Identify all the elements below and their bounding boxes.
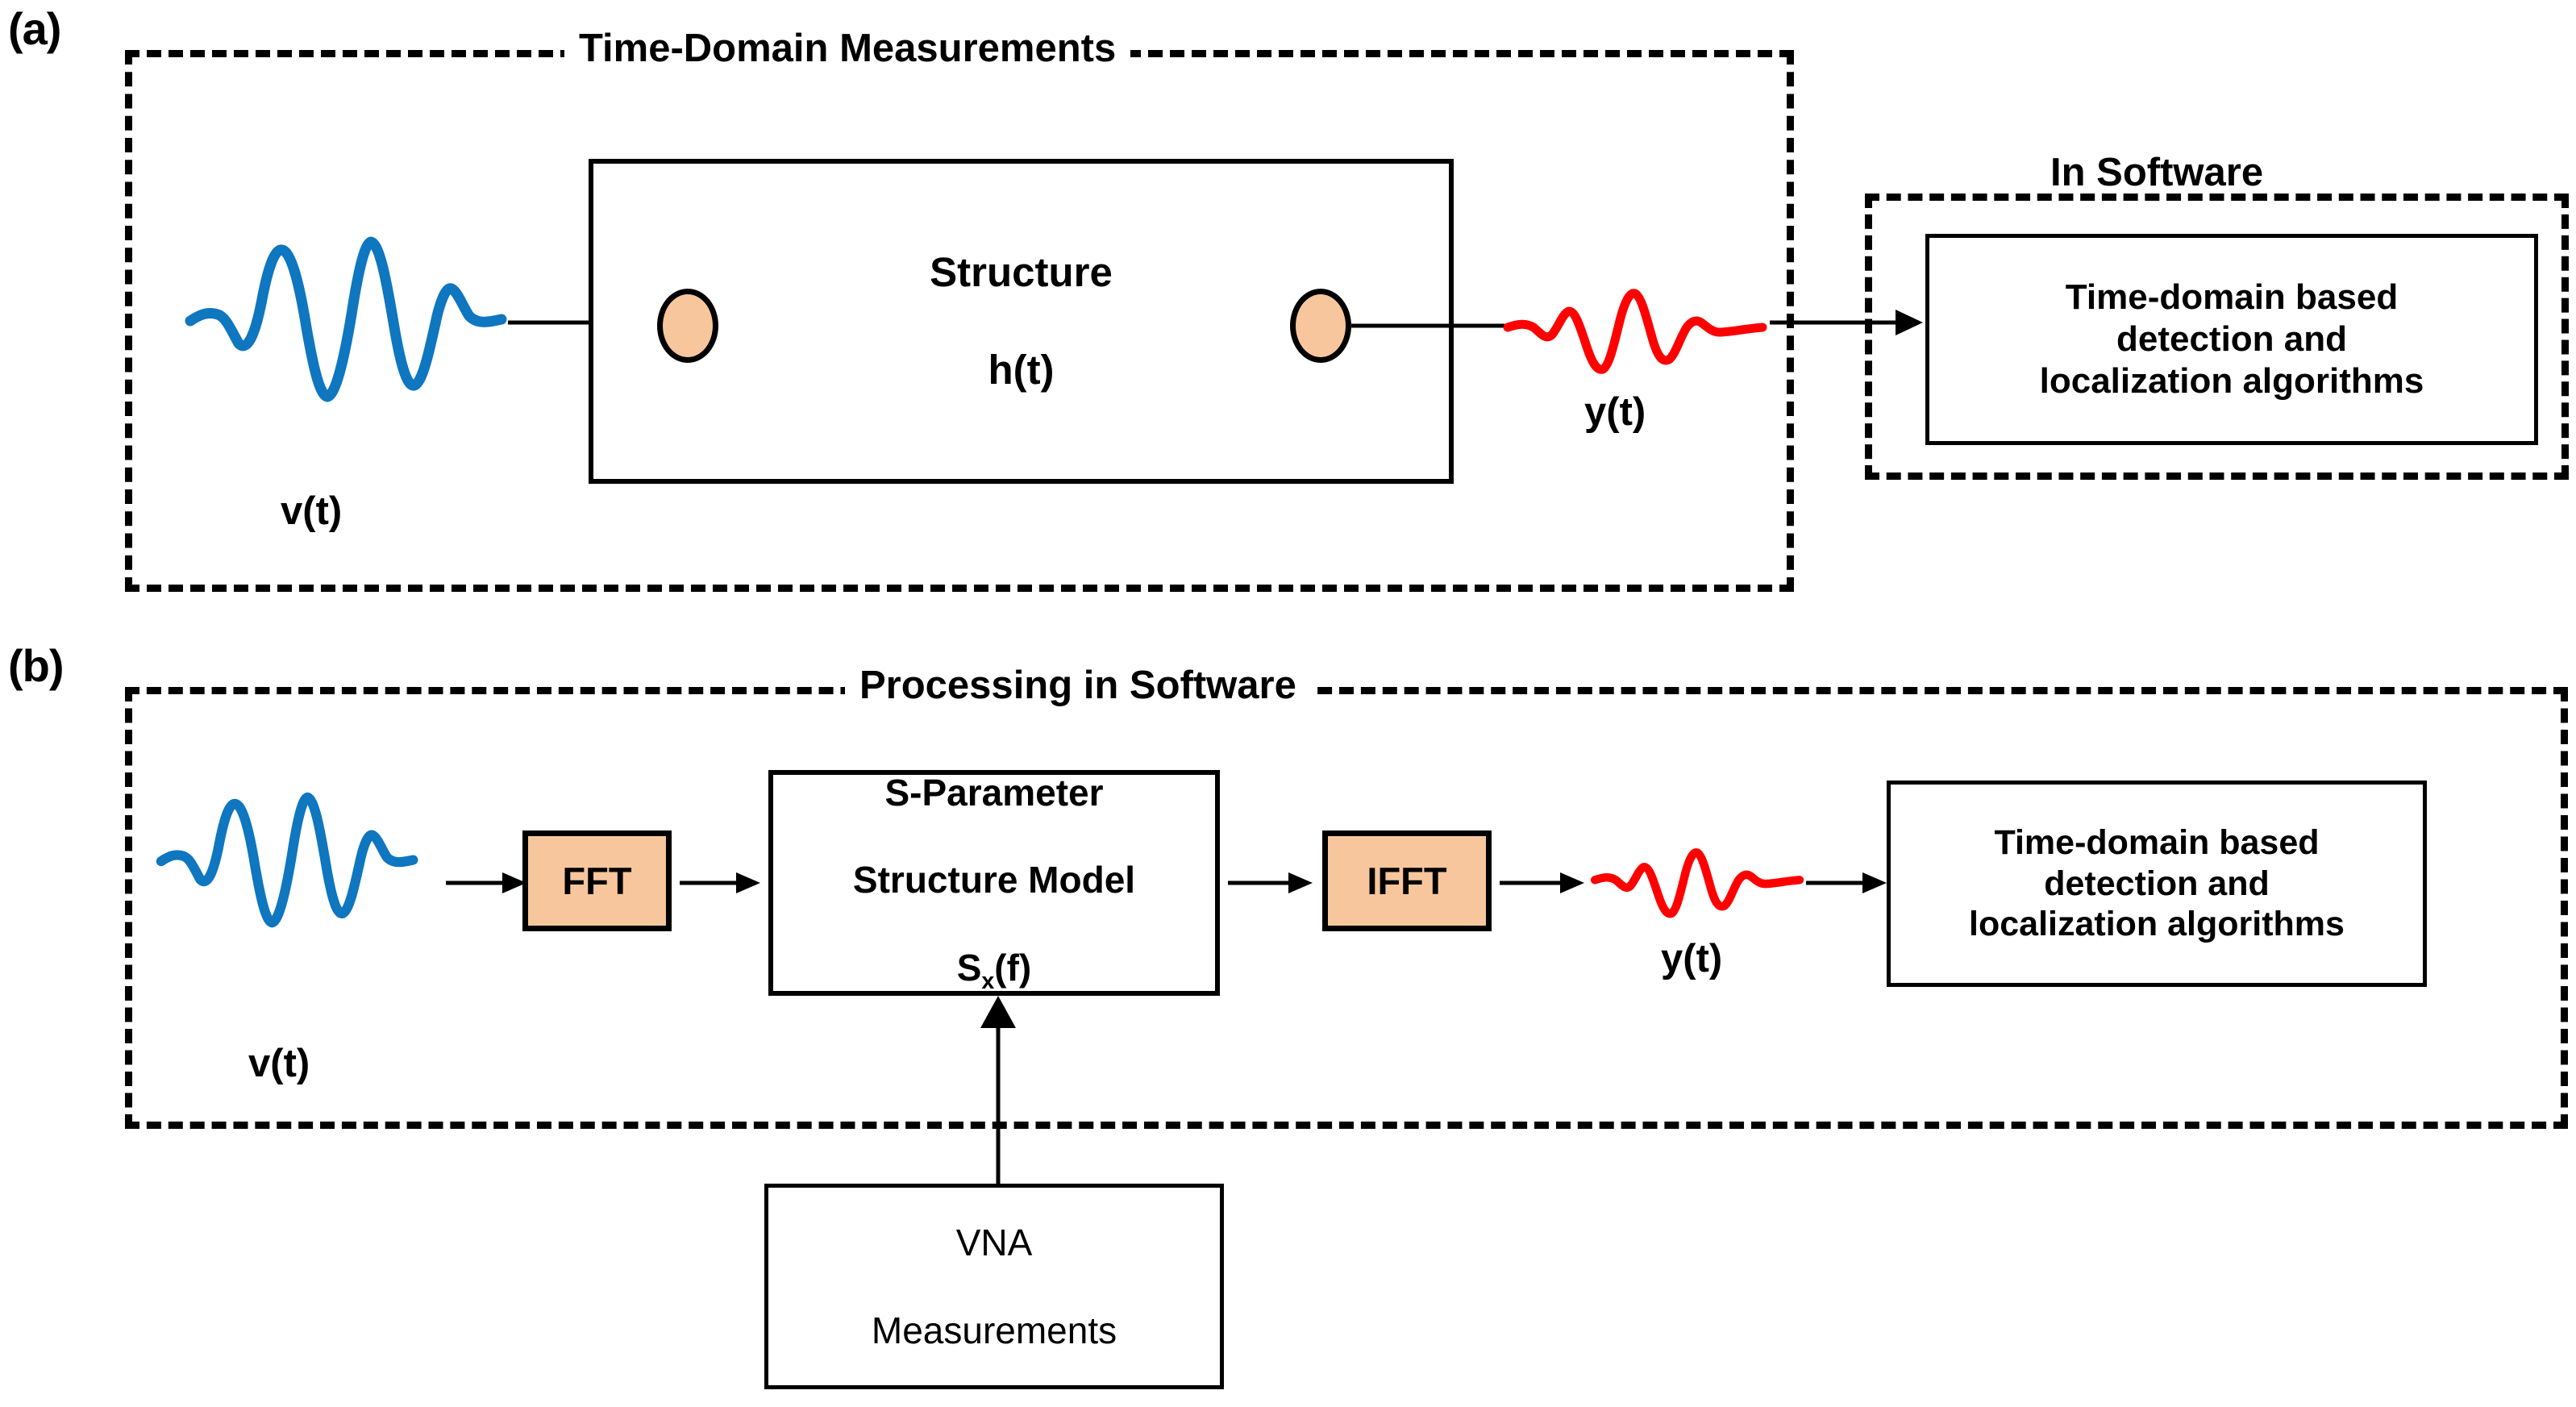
s-parameter-model-line1: S-Parameter [884, 771, 1104, 814]
input-waveform-a-label: v(t) [281, 489, 343, 533]
input-waveform-b [156, 748, 431, 938]
arrow-fft-to-model [680, 867, 760, 899]
vna-measurements-line1: VNA [955, 1222, 1033, 1264]
arrow-input-to-fft [446, 867, 526, 899]
s-parameter-model-line3-base: S [956, 946, 982, 989]
arrow-output-to-software [1770, 303, 1923, 342]
s-parameter-model-text: S-Parameter Structure Model Sx(f) [853, 726, 1135, 1039]
panel-b-dashed-region [125, 687, 2568, 1129]
ifft-block-label: IFFT [1367, 860, 1447, 902]
panel-b-title: Processing in Software [845, 666, 1311, 706]
panel-b-letter: (b) [8, 640, 65, 691]
structure-output-port-icon [1290, 289, 1351, 363]
s-parameter-model-line3-sub: x [981, 968, 995, 994]
vna-measurements-line2: Measurements [871, 1309, 1117, 1351]
output-waveform-a-label: y(t) [1584, 390, 1646, 434]
input-waveform-a [185, 194, 524, 403]
vna-measurements-box: VNA Measurements [764, 1184, 1224, 1389]
arrow-model-to-ifft [1228, 867, 1313, 899]
s-parameter-model-box: S-Parameter Structure Model Sx(f) [768, 770, 1220, 996]
output-waveform-a [1503, 266, 1771, 387]
structure-box-text: Structure h(t) [930, 200, 1113, 443]
arrow-output-to-software-b [1806, 867, 1887, 899]
panel-a-letter: (a) [8, 3, 61, 54]
panel-a-title: Time-Domain Measurements [564, 29, 1131, 69]
fft-block[interactable]: FFT [522, 830, 672, 931]
software-algorithms-box-a: Time-domain based detection and localiza… [1925, 234, 2538, 445]
s-parameter-model-line3-tail: (f) [994, 946, 1032, 989]
output-waveform-b-label: y(t) [1661, 937, 1723, 980]
input-waveform-b-label: v(t) [248, 1042, 310, 1085]
structure-input-port-icon [657, 289, 718, 363]
structure-box-line2: h(t) [988, 346, 1055, 393]
s-parameter-model-line2: Structure Model [852, 859, 1136, 901]
arrow-vna-to-model [974, 996, 1022, 1185]
vna-measurements-text: VNA Measurements [872, 1177, 1117, 1396]
ifft-block[interactable]: IFFT [1322, 830, 1492, 931]
structure-box-line1: Structure [930, 249, 1113, 296]
arrow-ifft-to-output-wave [1500, 867, 1584, 899]
s-parameter-model-line3: Sx(f) [853, 946, 1135, 996]
output-waveform-b [1590, 829, 1806, 930]
software-algorithms-text-a: Time-domain based detection and localiza… [2039, 277, 2424, 401]
fft-block-label: FFT [562, 860, 632, 902]
line-port-to-output-wave [1351, 314, 1504, 338]
in-software-title: In Software [2036, 153, 2278, 193]
software-algorithms-text-b: Time-domain based detection and localiza… [1969, 822, 2345, 944]
in-software-dashed-region [1865, 194, 2569, 480]
software-algorithms-box-b: Time-domain based detection and localiza… [1887, 781, 2427, 987]
